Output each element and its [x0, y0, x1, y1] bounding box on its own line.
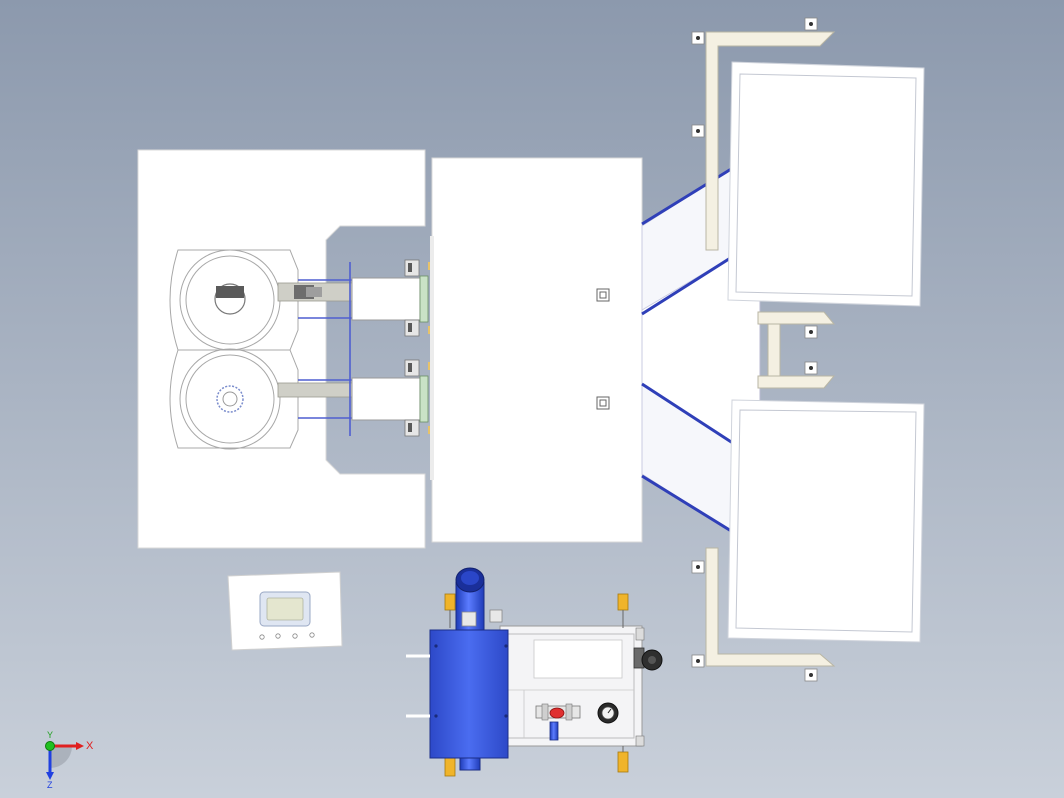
x-axis-label: X: [86, 740, 94, 752]
blower-housing[interactable]: [429, 629, 509, 759]
lower-shaft: [277, 382, 353, 398]
right-frame[interactable]: [705, 31, 836, 667]
blower-corner-bolts: [434, 644, 508, 718]
frame-hole-dots: [696, 22, 813, 677]
y-axis-marker: [45, 741, 55, 751]
axis-triad: X Y Z: [45, 730, 94, 790]
center-panel[interactable]: [430, 157, 643, 543]
guide-rods: [298, 262, 352, 436]
control-pendant[interactable]: [227, 571, 343, 651]
pendant-buttons[interactable]: [259, 632, 315, 640]
valve-assembly[interactable]: [535, 703, 581, 721]
upper-coupling-block[interactable]: [351, 259, 429, 337]
upper-screen-panel[interactable]: [727, 61, 925, 307]
orange-brackets: [444, 593, 629, 777]
y-axis-label: Y: [47, 730, 53, 740]
z-axis-label: Z: [47, 780, 53, 790]
inlet-side-fittings: [461, 609, 503, 627]
air-hose-stubs: [406, 654, 430, 718]
valve-handle[interactable]: [549, 721, 559, 741]
side-motor-knob[interactable]: [633, 647, 663, 671]
pressure-gauge: [597, 702, 619, 724]
lower-drum-housing[interactable]: [169, 348, 299, 450]
upper-drum-shaft-hole: [214, 283, 246, 315]
unit-edge-fittings: [635, 627, 645, 747]
lower-drum-bearing: [216, 385, 244, 413]
blower-outlet-pipe: [459, 757, 481, 771]
upper-shaft: [277, 282, 353, 302]
lower-screen-panel[interactable]: [727, 399, 925, 643]
unit-base-frame[interactable]: [499, 625, 643, 747]
panel-fasteners: [596, 288, 610, 410]
frame-mounting-holes: [691, 17, 818, 682]
